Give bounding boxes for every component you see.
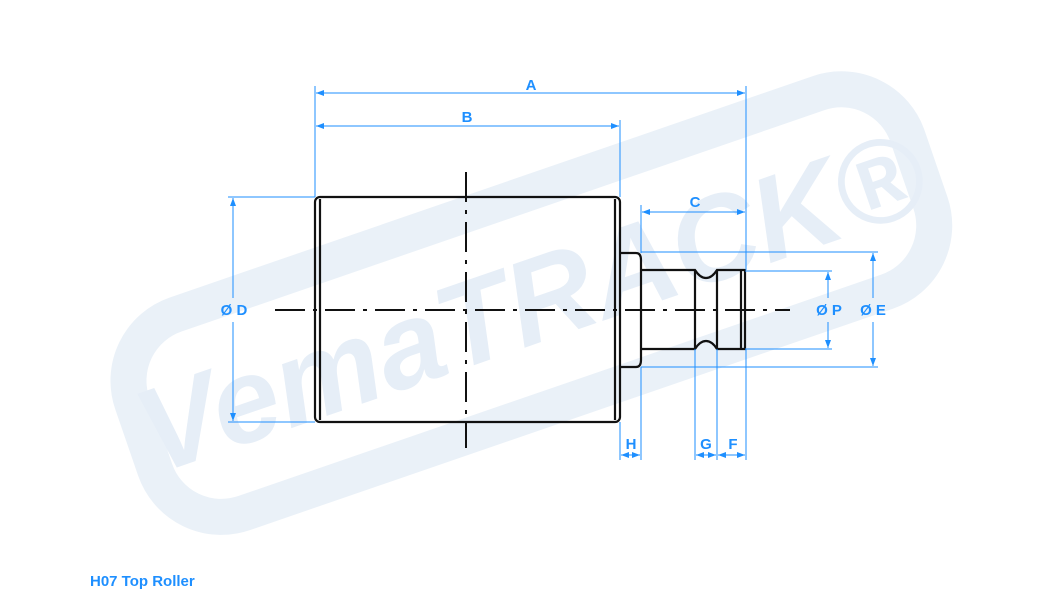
- drawing-title: H07 Top Roller: [90, 573, 195, 590]
- dim-label-b: B: [462, 109, 473, 126]
- dim-label-g: G: [700, 436, 712, 453]
- dimension-lines: [230, 90, 876, 458]
- dim-label-p: Ø P: [816, 302, 842, 319]
- dim-label-e: Ø E: [860, 302, 886, 319]
- dim-label-f: F: [728, 436, 737, 453]
- dim-label-h: H: [626, 436, 637, 453]
- dim-label-c: C: [690, 194, 701, 211]
- dim-label-d: Ø D: [221, 302, 248, 319]
- extension-lines: [228, 86, 878, 460]
- dim-label-a: A: [526, 77, 537, 94]
